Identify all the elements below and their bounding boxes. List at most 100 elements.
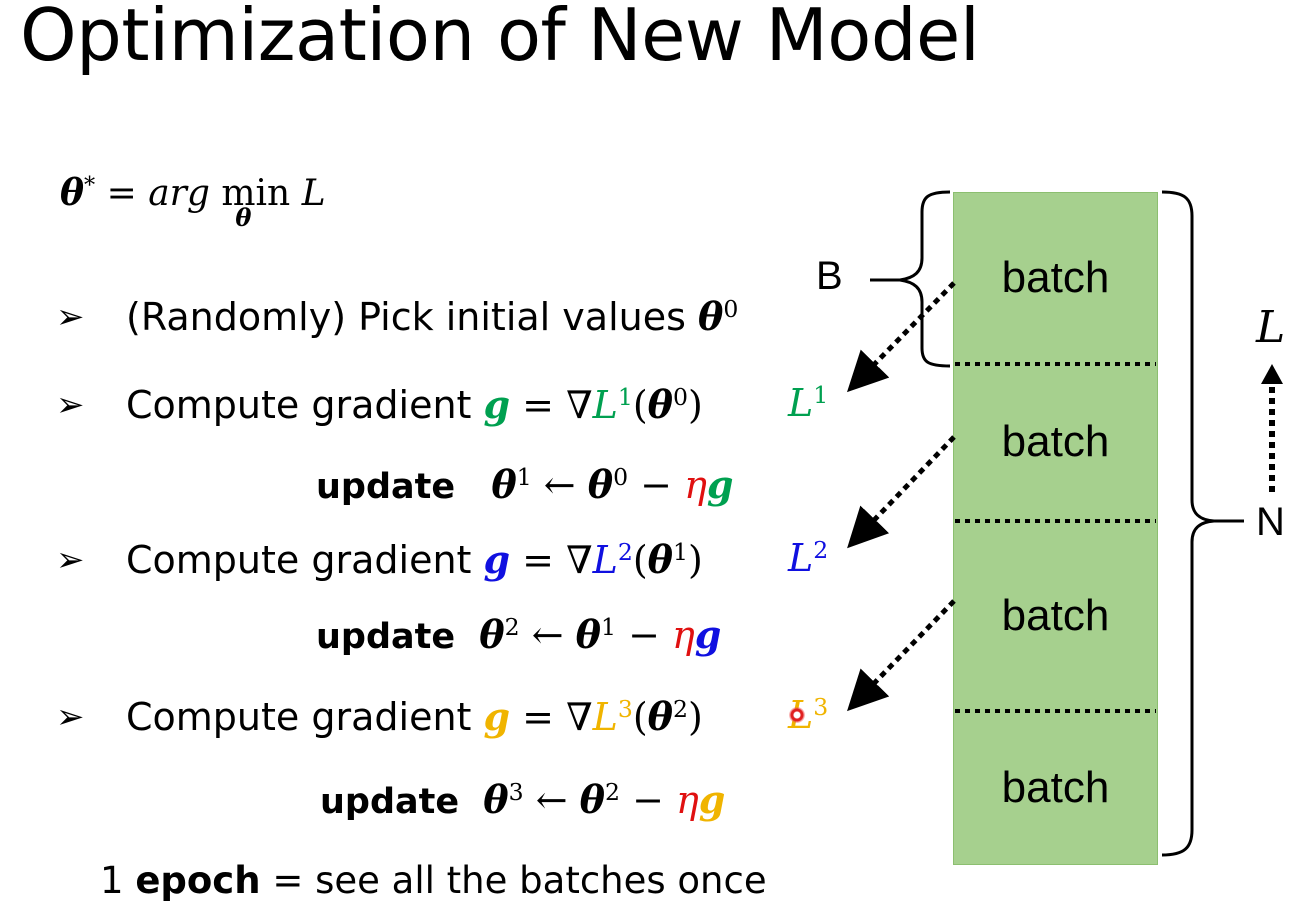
bullet-arrow-icon: ➢ (56, 697, 85, 737)
compute-step-2: Compute gradient g = ∇L2(θ1) (126, 538, 703, 582)
theta-new-sup: 2 (504, 613, 520, 642)
compute-step-3: Compute gradient g = ∇L3(θ2) (126, 695, 703, 739)
theta: θ (647, 382, 674, 427)
loss-L-sup: 2 (617, 538, 633, 567)
theta: θ (647, 694, 674, 739)
objective-mid: = arg (95, 173, 222, 214)
minus: − (628, 463, 685, 507)
loss-L-sup: 1 (617, 383, 633, 412)
update-g: g (694, 612, 722, 657)
theta-sup: 0 (673, 383, 689, 412)
side-loss-L: L (788, 381, 814, 425)
minus: − (615, 613, 672, 657)
objective-min-text: min (221, 173, 291, 214)
side-loss-sup: 1 (813, 381, 829, 410)
objective-L: L (301, 173, 326, 214)
objective-theta-sup: * (84, 172, 96, 199)
epoch-suffix: = see all the batches once (260, 859, 767, 902)
batch-label: batch (1001, 253, 1110, 302)
objective-min-sub: θ (235, 203, 252, 232)
theta: θ (647, 537, 674, 582)
batch-label: batch (1001, 591, 1110, 640)
bullet-arrow-icon: ➢ (56, 297, 85, 337)
equals-nabla: = ∇ (510, 695, 593, 739)
paren-open: ( (632, 695, 648, 739)
loss-L: L (592, 538, 618, 582)
batch-arrow (847, 599, 956, 712)
side-loss-L: L (788, 536, 814, 580)
brace-B (899, 190, 951, 368)
paren-close: ) (688, 383, 703, 427)
compute-step-1: Compute gradient g = ∇L1(θ0) (126, 383, 703, 427)
bullet-arrow-icon: ➢ (56, 385, 85, 425)
theta-new-sup: 1 (516, 463, 532, 492)
left-arrow: ← (531, 463, 588, 507)
theta-old-sup: 1 (601, 613, 616, 642)
paren-open: ( (632, 538, 648, 582)
theta-old-sup: 0 (613, 463, 629, 492)
theta-sup: 1 (673, 538, 689, 567)
compute-label: Compute gradient (126, 695, 484, 739)
brace-B-label: B (816, 254, 843, 298)
L-arrow-head (1261, 364, 1283, 384)
theta-new-sup: 3 (508, 778, 524, 807)
update-g: g (706, 462, 734, 507)
step-pick-theta: θ (697, 294, 724, 339)
batch-label: batch (1001, 417, 1110, 466)
page-title: Optimization of New Model (20, 0, 980, 77)
batch-label: batch (1001, 763, 1110, 812)
theta-old-sup: 2 (605, 778, 620, 807)
side-loss-2: L2 (788, 536, 829, 580)
batch-arrow (846, 281, 956, 393)
gradient-g: g (483, 382, 511, 427)
bullet-arrow-icon: ➢ (56, 540, 85, 580)
compute-label: Compute gradient (126, 538, 484, 582)
batch-arrow (847, 435, 956, 549)
paren-close: ) (688, 695, 703, 739)
step-pick: (Randomly) Pick initial values θ0 (126, 295, 739, 339)
update-g: g (698, 777, 726, 822)
theta-old: θ (587, 462, 614, 507)
paren-open: ( (632, 383, 648, 427)
compute-label: Compute gradient (126, 383, 484, 427)
equals-nabla: = ∇ (510, 383, 593, 427)
update-label: update (320, 782, 460, 822)
theta-old: θ (579, 777, 605, 822)
minus: − (619, 778, 676, 822)
theta-sup: 2 (673, 695, 689, 724)
update-step-1: update θ1 ← θ0 − ηg (316, 463, 733, 507)
theta-new: θ (479, 612, 505, 657)
update-label: update (316, 467, 456, 507)
step-pick-theta-sup: 0 (723, 295, 739, 324)
gradient-g: g (483, 694, 511, 739)
eta: η (671, 613, 695, 657)
arrow-L-label: L (1256, 302, 1286, 353)
laser-pointer-icon (789, 707, 805, 723)
brace-N-label: N (1256, 500, 1285, 544)
loss-L-sup: 3 (617, 695, 633, 724)
eta: η (684, 463, 707, 507)
loss-L: L (592, 695, 618, 739)
side-loss-1: L1 (788, 381, 829, 425)
side-loss-sup: 3 (813, 693, 829, 722)
update-step-3: update θ3 ← θ2 − ηg (320, 778, 725, 822)
gradient-g: g (483, 537, 511, 582)
epoch-bold: epoch (135, 859, 261, 902)
theta-new: θ (491, 462, 517, 507)
paren-close: ) (688, 538, 703, 582)
update-step-2: update θ2 ← θ1 − ηg (316, 613, 721, 657)
left-arrow: ← (519, 613, 576, 657)
epoch-definition: 1 epoch = see all the batches once (100, 862, 767, 899)
epoch-prefix: 1 (100, 859, 136, 902)
objective-theta: θ (60, 172, 85, 214)
theta-old: θ (575, 612, 601, 657)
loss-L: L (592, 383, 618, 427)
step-pick-text: (Randomly) Pick initial values (126, 295, 698, 339)
side-loss-sup: 2 (813, 536, 829, 565)
data-column: batch batch batch batch (953, 192, 1158, 865)
update-label: update (316, 617, 456, 657)
